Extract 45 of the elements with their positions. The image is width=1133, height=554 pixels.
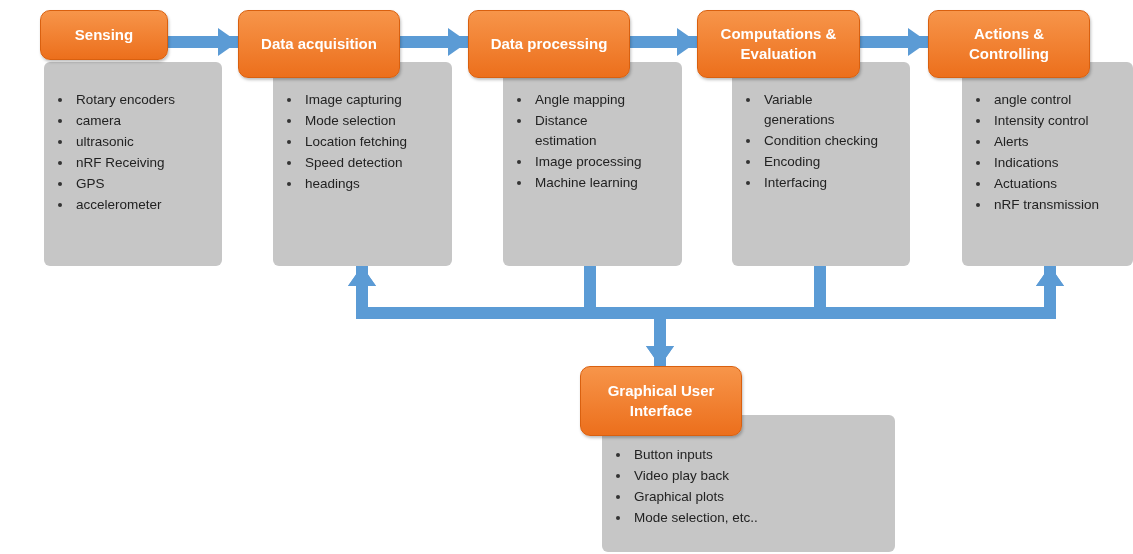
list-item: Variable generations bbox=[764, 91, 836, 129]
stage-header: Actions & Controlling bbox=[928, 10, 1090, 78]
list-item: Mode selection, etc.. bbox=[634, 509, 758, 527]
list-item: Speed detection bbox=[305, 154, 403, 172]
stage-header: Sensing bbox=[40, 10, 168, 60]
stage-header: Computations & Evaluation bbox=[697, 10, 860, 78]
list-item: Interfacing bbox=[764, 174, 828, 192]
bullet-panel bbox=[44, 62, 222, 266]
block-arrow bbox=[400, 28, 468, 56]
list-item: Actuations bbox=[994, 175, 1058, 193]
list-item: Image capturing bbox=[305, 91, 402, 109]
block-arrow bbox=[168, 28, 238, 56]
list-item: GPS bbox=[76, 175, 105, 193]
list-item: Location fetching bbox=[305, 133, 408, 151]
list-item: Angle mapping bbox=[535, 91, 626, 109]
list-item: nRF Receiving bbox=[76, 154, 165, 172]
stage-header: Data acquisition bbox=[238, 10, 400, 78]
list-item: Encoding bbox=[764, 153, 821, 171]
list-item: Button inputs bbox=[634, 446, 713, 464]
list-item: Image processing bbox=[535, 153, 642, 171]
block-arrow bbox=[630, 28, 697, 56]
bullet-panel bbox=[602, 415, 895, 552]
block-arrow bbox=[860, 28, 928, 56]
bullet-panel bbox=[962, 62, 1133, 266]
list-item: Alerts bbox=[994, 133, 1029, 151]
list-item: camera bbox=[76, 112, 121, 130]
list-item: Graphical plots bbox=[634, 488, 725, 506]
list-item: Machine learning bbox=[535, 174, 638, 192]
list-item: Mode selection bbox=[305, 112, 396, 130]
list-item: ultrasonic bbox=[76, 133, 134, 151]
list-item: Rotary encoders bbox=[76, 91, 176, 109]
list-item: angle control bbox=[994, 91, 1072, 109]
list-item: nRF transmission bbox=[994, 196, 1100, 214]
list-item: Intensity control bbox=[994, 112, 1089, 130]
bullet-panel bbox=[273, 62, 452, 266]
bullet-panel bbox=[503, 62, 682, 266]
bullet-panel bbox=[732, 62, 910, 266]
list-item: accelerometer bbox=[76, 196, 162, 214]
list-item: Video play back bbox=[634, 467, 730, 485]
list-item: Condition checking bbox=[764, 132, 879, 150]
list-item: Indications bbox=[994, 154, 1059, 172]
stage-header: Graphical User Interface bbox=[580, 366, 742, 436]
list-item: headings bbox=[305, 175, 360, 193]
list-item: Distance estimation bbox=[535, 112, 598, 150]
stage-header: Data processing bbox=[468, 10, 630, 78]
